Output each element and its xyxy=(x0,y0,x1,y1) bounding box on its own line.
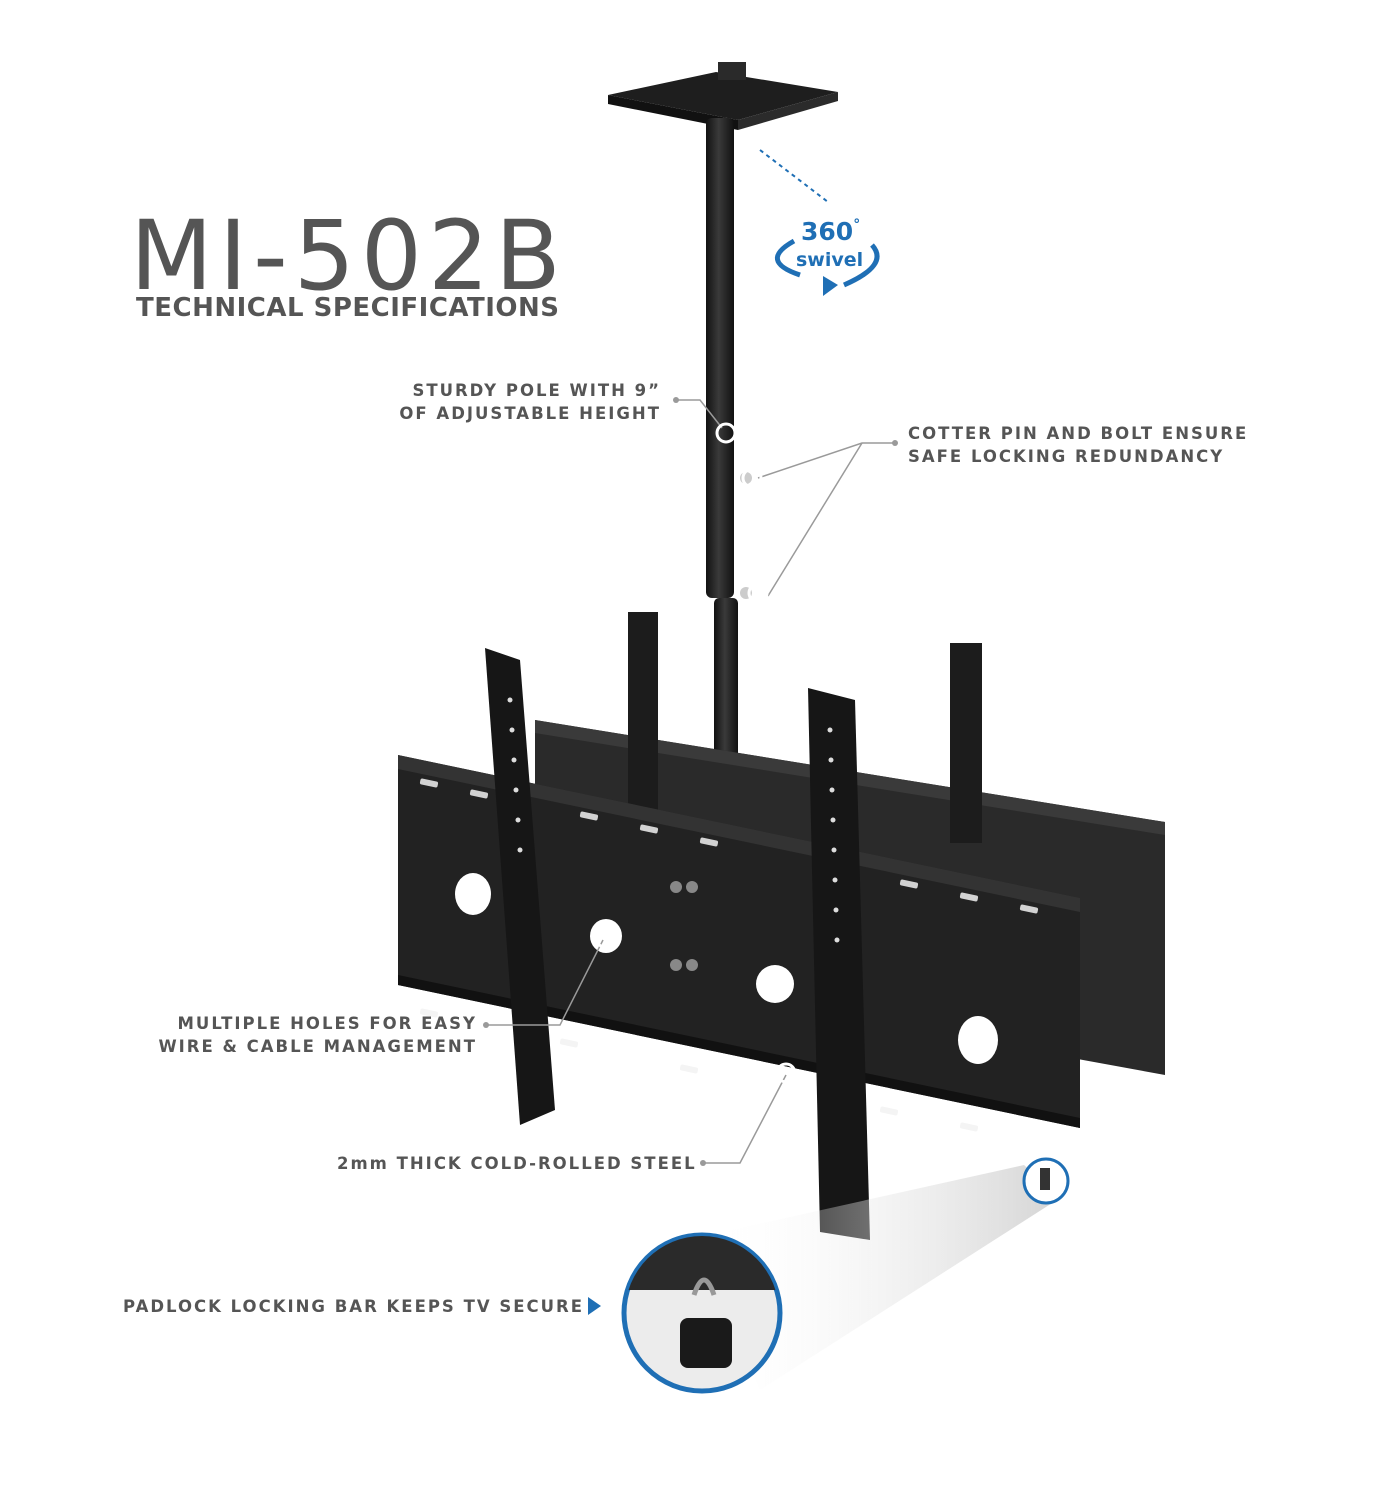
swivel-arrow-icon xyxy=(823,276,838,296)
callout-holes-line1: MULTIPLE HOLES FOR EASY xyxy=(177,1014,477,1033)
swivel-degrees: 360° xyxy=(801,217,861,246)
callout-cable-holes: MULTIPLE HOLES FOR EASY WIRE & CABLE MAN… xyxy=(158,1012,477,1058)
adjustable-pole xyxy=(706,118,752,820)
pointer-arrow-icon xyxy=(588,1297,601,1315)
product-model-title: MI-502B xyxy=(130,200,567,312)
padlock-zoom xyxy=(621,1157,1070,1394)
leader-lines xyxy=(486,399,895,1164)
vertical-arms xyxy=(485,648,870,1240)
swivel-badge xyxy=(774,238,880,296)
callout-cotter-pin: COTTER PIN AND BOLT ENSURE SAFE LOCKING … xyxy=(908,422,1248,468)
leader-dots xyxy=(483,397,898,1166)
callout-holes-line2: WIRE & CABLE MANAGEMENT xyxy=(158,1037,477,1056)
swivel-label: swivel xyxy=(796,249,864,271)
callout-cotter-line2: SAFE LOCKING REDUNDANCY xyxy=(908,447,1225,466)
ceiling-plate xyxy=(608,62,838,130)
callout-markers xyxy=(594,422,797,1084)
callout-pole: STURDY POLE WITH 9” OF ADJUSTABLE HEIGHT xyxy=(399,379,661,425)
callout-pole-line2: OF ADJUSTABLE HEIGHT xyxy=(399,404,661,423)
callout-padlock: PADLOCK LOCKING BAR KEEPS TV SECURE xyxy=(123,1297,584,1316)
callout-steel: 2mm THICK COLD-ROLLED STEEL xyxy=(337,1154,697,1173)
callout-cotter-line1: COTTER PIN AND BOLT ENSURE xyxy=(908,424,1249,443)
front-mount-plate xyxy=(398,755,1080,1132)
product-subtitle: TECHNICAL SPECIFICATIONS xyxy=(136,293,560,323)
callout-pole-line1: STURDY POLE WITH 9” xyxy=(412,381,661,400)
